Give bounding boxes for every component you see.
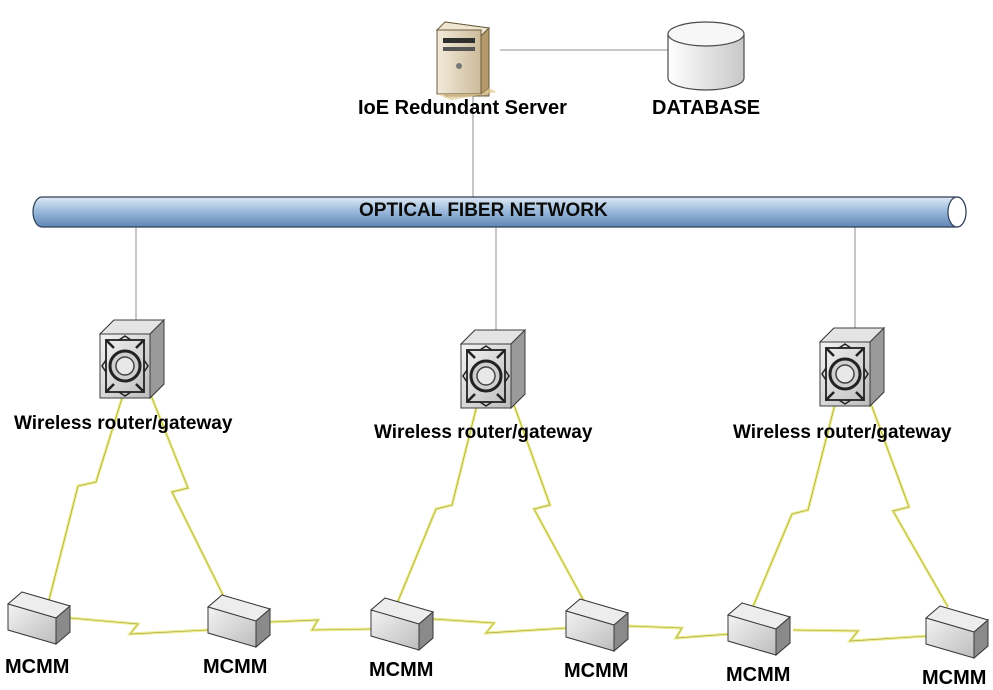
database-icon (667, 21, 745, 91)
mcmm-label: MCMM (369, 659, 434, 681)
module-icon (7, 591, 71, 645)
router-label: Wireless router/gateway (733, 422, 952, 443)
module-icon (727, 602, 791, 656)
module-icon (925, 605, 989, 659)
server-label: IoE Redundant Server (358, 97, 567, 119)
database-label: DATABASE (652, 97, 761, 119)
mcmm-label: MCMM (5, 656, 70, 678)
mcmm-label: MCMM (564, 660, 629, 682)
router-label: Wireless router/gateway (14, 413, 233, 434)
wireless-link (432, 617, 568, 635)
wireless-link (792, 628, 929, 643)
module-icon (370, 597, 434, 651)
router-icon (98, 318, 166, 400)
module-icon (565, 598, 629, 652)
router-label: Wireless router/gateway (374, 422, 593, 443)
optical-fiber-pipe (32, 196, 967, 228)
wireless-links-outline (47, 392, 949, 642)
wireless-link (69, 616, 209, 636)
server-icon (435, 21, 497, 100)
router-icon (818, 326, 886, 408)
wired-links (135, 49, 856, 330)
mcmm-label: MCMM (726, 664, 791, 686)
router-icon (459, 328, 527, 410)
module-icon (207, 594, 271, 648)
mcmm-label: MCMM (922, 667, 987, 689)
mcmm-label: MCMM (203, 656, 268, 678)
network-label: OPTICAL FIBER NETWORK (359, 200, 608, 221)
